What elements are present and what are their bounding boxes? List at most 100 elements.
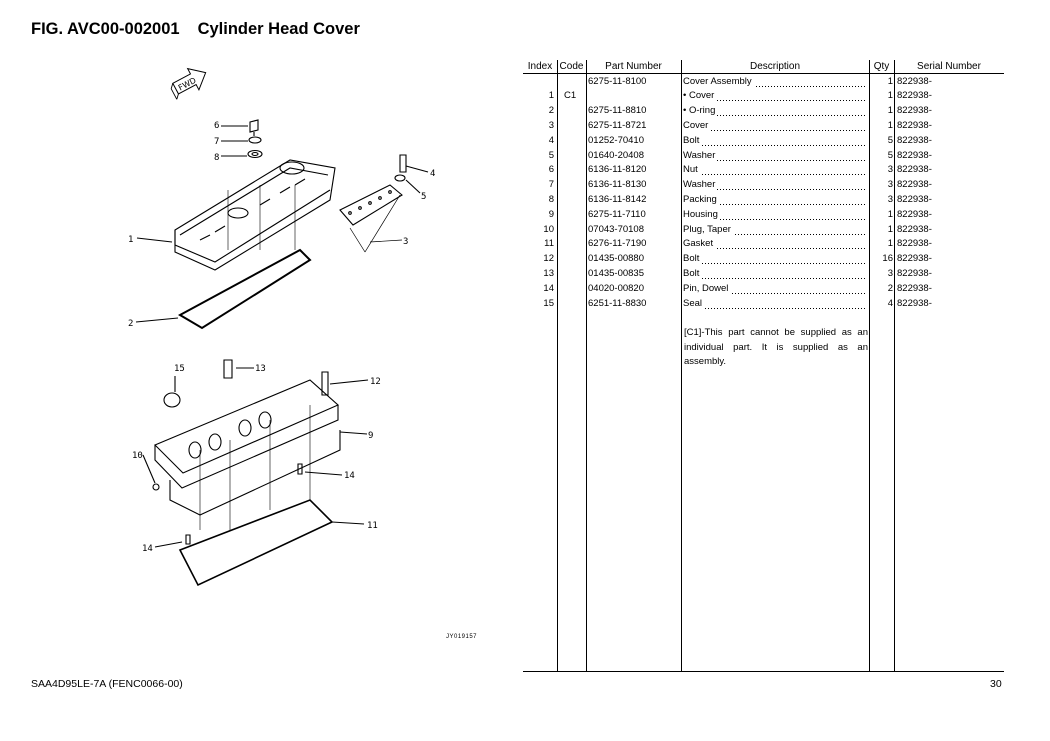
row-code [564,119,588,134]
row-index [523,75,554,90]
row-part-number: 6275-11-8100 [588,75,647,87]
row-index: 4 [548,134,554,146]
row-serial-number: 822938- [897,75,932,87]
row-index: 6 [548,164,554,176]
row-serial-number: 822938- [897,223,932,235]
supply-note: [C1]-This part cannot be supplied as an … [684,327,868,368]
side-cover-plate [339,184,403,226]
row-description: • Cover [683,89,867,105]
header-index: Index [527,61,553,72]
row-index: 11 [544,238,554,250]
col-divider [681,60,682,672]
row-description: Nut [683,163,867,179]
row-serial-number: 822938- [897,208,932,220]
col-divider [869,60,870,672]
row-index: 13 [543,267,554,279]
description-text: Bolt [683,267,702,279]
row-code [564,297,588,312]
row-index: 14 [543,282,554,294]
row-qty: 1 [887,238,893,250]
col-divider [557,60,558,672]
row-qty: 5 [887,149,893,161]
row-description: Bolt [683,133,867,149]
row-serial-number: 822938- [897,134,932,146]
row-code: C1 [564,90,577,102]
callout-labels: 6 7 8 1 2 3 4 5 15 13 12 9 10 14 14 11 [128,121,435,554]
callout-14b: 14 [142,544,153,554]
row-part-number: 01435-00835 [588,267,644,279]
row-code [564,178,588,193]
row-index: 15 [543,297,554,309]
description-text: Packing [683,193,719,205]
header-description: Description [749,61,801,72]
row-qty: 2 [887,282,893,294]
row-serial-number: 822938- [897,297,932,309]
callout-10: 10 [132,451,143,461]
row-code [564,149,588,164]
callout-12: 12 [370,377,381,387]
row-index: 9 [548,208,554,220]
description-text: • O-ring [683,105,718,117]
callout-2: 2 [128,319,133,329]
description-text: Nut [683,164,700,176]
description-text: Washer [683,149,718,161]
row-index: 1 [548,90,554,102]
row-code [564,75,588,90]
row-part-number: 01640-20408 [588,149,644,161]
row-description: • O-ring [683,104,867,119]
row-code [564,252,588,267]
row-index: 12 [543,253,554,265]
row-serial-number: 822938- [897,193,932,205]
callout-14a: 14 [344,471,355,481]
row-code [564,237,588,252]
callout-3: 3 [403,237,408,247]
row-part-number: 6275-11-7110 [588,208,646,220]
row-description: Washer [683,178,867,193]
row-description: Packing [683,192,867,208]
row-description: Pin, Dowel [683,281,867,297]
row-part-number: 6136-11-8142 [588,193,647,205]
row-description: Cover Assembly [683,74,867,90]
row-description: Washer [683,148,867,164]
oring-gasket [177,248,312,330]
row-code [564,163,588,178]
col-divider [894,60,895,672]
header-rule [523,73,1004,74]
row-qty: 1 [887,75,893,87]
row-serial-number: 822938- [897,90,932,102]
description-text: • Cover [683,90,717,102]
description-text: Washer [683,179,718,191]
col-divider [586,60,587,672]
row-qty: 3 [887,179,893,191]
row-qty: 1 [887,90,893,102]
callout-6: 6 [214,121,219,131]
seal-ring [163,392,181,408]
row-index: 5 [548,149,554,161]
description-text: Cover [683,119,711,131]
callout-15: 15 [174,364,185,374]
row-qty: 3 [887,164,893,176]
row-serial-number: 822938- [897,238,932,250]
callout-13: 13 [255,364,266,374]
row-description: Plug, Taper [683,222,867,238]
drawing-id: JY019157 [446,634,478,640]
description-text: Pin, Dowel [683,282,731,294]
row-part-number: 6136-11-8130 [588,179,647,191]
row-index: 2 [548,105,554,117]
row-part-number [588,89,680,104]
row-description: Bolt [683,252,867,267]
row-code [564,208,588,223]
callout-1: 1 [128,235,133,245]
row-description: Housing [683,207,867,223]
figure-name: Cylinder Head Cover [197,20,360,38]
footer-model: SAA4D95LE-7A (FENC0066-00) [31,678,183,690]
row-part-number: 04020-00820 [588,282,644,294]
callout-5: 5 [421,192,426,202]
page-number: 30 [990,678,1002,690]
